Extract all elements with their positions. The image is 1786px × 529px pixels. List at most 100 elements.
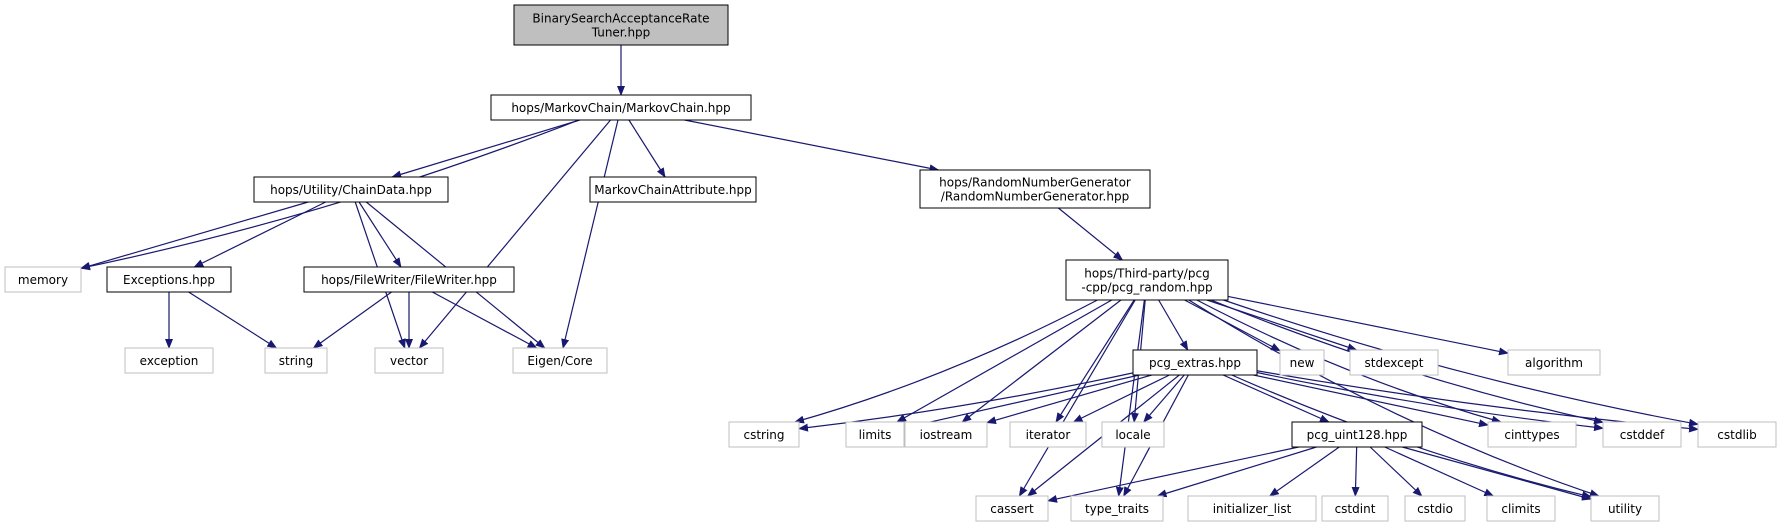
node-pcguint128-box [1291,421,1423,448]
node-cstddef-box [1602,421,1682,448]
node-rng-label-0: hops/RandomNumberGenerator [939,176,1131,190]
node-string-label-0: string [279,354,313,368]
node-algorithm-label-0: algorithm [1525,356,1583,370]
node-cstdlib: cstdlib [1697,421,1777,448]
edge-chaindata-to-filewriter [358,201,402,268]
node-climits-box [1486,495,1556,522]
node-cstring-box [728,421,800,448]
node-rng[interactable]: hops/RandomNumberGenerator/RandomNumberG… [919,169,1151,209]
node-limits: limits [845,421,905,448]
edge-pcgrandom-to-typetraits [1115,299,1145,497]
node-exception-box [124,347,214,374]
node-markovchain[interactable]: hops/MarkovChain/MarkovChain.hpp [490,94,752,121]
node-typetraits-box [1070,495,1164,522]
edge-pcguint128-to-cstdint [1351,446,1360,497]
node-vector: vector [374,347,444,374]
node-exception-label-0: exception [140,354,199,368]
node-initlist: initializer_list [1187,495,1317,522]
edge-pcguint128-to-utility [1402,446,1592,501]
node-utility-label-0: utility [1608,502,1642,516]
node-pcgextras-label-0: pcg_extras.hpp [1149,356,1241,370]
edge-chaindata-to-memory [80,201,309,270]
node-cinttypes-box [1487,421,1577,448]
edge-pcgextras-to-cstring [798,372,1134,432]
node-exceptions[interactable]: Exceptions.hpp [106,266,232,293]
edge-pcguint128-to-climits [1384,446,1495,497]
node-cstdlib-label-0: cstdlib [1717,428,1756,442]
node-new: new [1279,349,1325,376]
edge-pcgrandom-to-iterator [1055,299,1135,423]
node-cassert-box [975,495,1049,522]
edge-chaindata-to-exceptions [193,201,326,268]
node-locale-label-0: locale [1115,428,1150,442]
edge-markovchain-to-chaindata [391,119,581,179]
node-limits-box [845,421,905,448]
node-cstddef-label-0: cstddef [1620,428,1665,442]
edge-pcguint128-to-cassert [1047,446,1299,503]
node-climits: climits [1486,495,1556,522]
node-rng-label-1: /RandomNumberGenerator.hpp [941,190,1129,204]
node-memory-box [4,266,82,293]
node-cassert: cassert [975,495,1049,522]
edge-markovchain-to-eigen [561,119,619,349]
node-locale-box [1101,421,1165,448]
node-pcgrandom-label-1: -cpp/pcg_random.hpp [1081,281,1212,295]
node-filewriter-box [303,266,515,293]
node-memory-label-0: memory [18,273,68,287]
node-iostream-box [904,421,988,448]
node-stdexcept-box [1349,349,1439,376]
node-cinttypes: cinttypes [1487,421,1577,448]
node-iostream: iostream [904,421,988,448]
node-pcgrandom[interactable]: hops/Third-party/pcg-cpp/pcg_random.hpp [1065,259,1229,301]
edge-pcgrandom-to-cassert [1018,299,1136,497]
edge-markovchain-to-mcattr [628,119,666,178]
node-pcguint128[interactable]: pcg_uint128.hpp [1291,421,1423,448]
node-climits-label-0: climits [1501,502,1540,516]
node-rng-box [919,169,1151,209]
node-string-box [264,347,328,374]
node-filewriter[interactable]: hops/FileWriter/FileWriter.hpp [303,266,515,293]
edge-pcgrandom-to-utility [1188,299,1600,497]
node-cstdlib-box [1697,421,1777,448]
edge-pcgrandom-to-pcgextras [1158,299,1189,351]
node-chaindata-box [253,176,449,203]
node-pcgrandom-box [1065,259,1229,301]
node-vector-label-0: vector [390,354,428,368]
node-cstdio: cstdio [1404,495,1466,522]
node-chaindata-label-0: hops/Utility/ChainData.hpp [270,183,432,197]
node-markovchain-label-0: hops/MarkovChain/MarkovChain.hpp [511,101,730,115]
node-root-box [513,4,729,46]
node-vector-box [374,347,444,374]
node-cstring: cstring [728,421,800,448]
node-eigen-box [512,347,608,374]
edge-pcguint128-to-typetraits [1156,446,1317,498]
node-cinttypes-label-0: cinttypes [1504,428,1559,442]
edge-pcguint128-to-cstdio [1369,446,1423,497]
edge-pcguint128-to-initlist [1268,446,1340,497]
node-pcgextras[interactable]: pcg_extras.hpp [1132,349,1258,376]
node-cstdio-label-0: cstdio [1417,502,1453,516]
node-filewriter-label-0: hops/FileWriter/FileWriter.hpp [321,273,497,287]
node-exceptions-box [106,266,232,293]
node-chaindata[interactable]: hops/Utility/ChainData.hpp [253,176,449,203]
edge-pcgextras-to-locale [1143,374,1185,423]
node-stdexcept-label-0: stdexcept [1365,356,1424,370]
node-utility-box [1590,495,1660,522]
node-iterator: iterator [1009,421,1087,448]
node-utility: utility [1590,495,1660,522]
node-cstdio-box [1404,495,1466,522]
node-typetraits: type_traits [1070,495,1164,522]
node-limits-label-0: limits [859,428,892,442]
node-mcattr-box [589,176,757,203]
node-initlist-label-0: initializer_list [1213,502,1292,516]
node-mcattr[interactable]: MarkovChainAttribute.hpp [589,176,757,203]
edge-pcgrandom-to-cstring [794,299,1098,424]
node-cstring-label-0: cstring [743,428,784,442]
node-locale: locale [1101,421,1165,448]
node-iostream-label-0: iostream [920,428,973,442]
node-typetraits-label-0: type_traits [1085,502,1149,516]
node-exception: exception [124,347,214,374]
node-markovchain-box [490,94,752,121]
